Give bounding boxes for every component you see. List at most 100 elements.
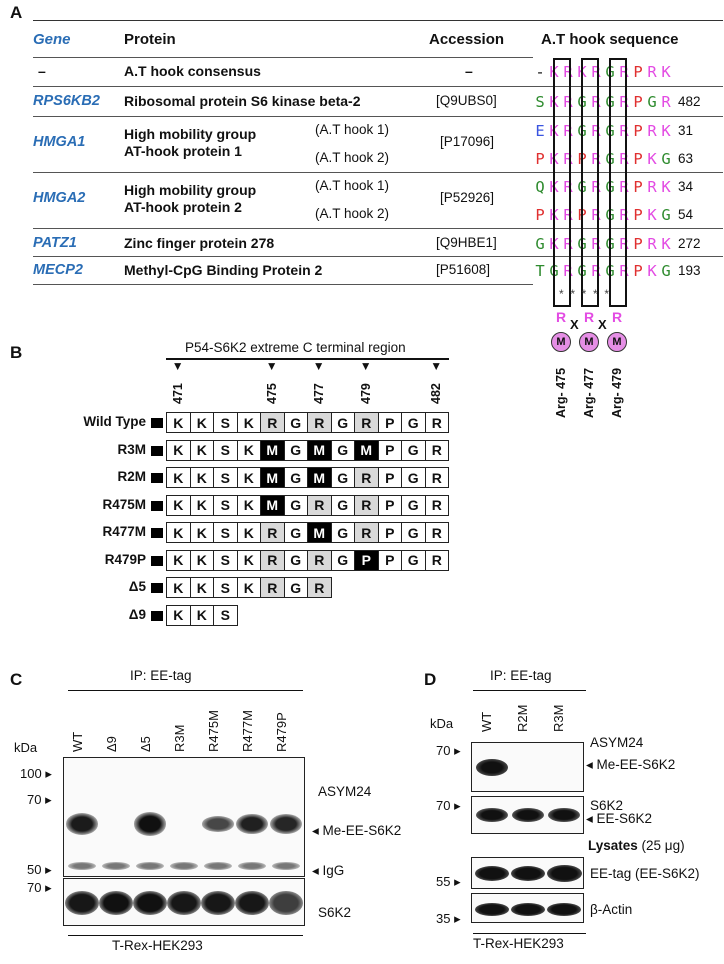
- residue-cell: K: [189, 577, 214, 598]
- row-rule: [33, 172, 723, 173]
- position-arrow: ▼: [430, 359, 443, 373]
- motif-r2: R: [584, 309, 595, 325]
- protein-hmga1-line2: AT-hook protein 1: [124, 143, 242, 159]
- construct-tag: [151, 500, 163, 511]
- mutant-row-label: Wild Type: [83, 414, 146, 429]
- methyl-circle-479: M: [607, 332, 627, 352]
- mutant-row-label: R475M: [102, 496, 146, 512]
- blot-asym24-c: [63, 757, 305, 877]
- ip-label-c: IP: EE-tag: [130, 668, 192, 683]
- accession-consensus: –: [465, 63, 473, 79]
- s6k2-band-c: [133, 891, 167, 915]
- residue-cell: G: [401, 494, 426, 516]
- residue-cell: M: [354, 439, 379, 461]
- mw-50-c: 50 ▸: [27, 862, 52, 877]
- residue-cell: M: [260, 467, 285, 488]
- header-sequence: A.T hook sequence: [541, 31, 679, 48]
- ee-band-r3m-d: [547, 865, 582, 882]
- residue-cell: G: [401, 522, 426, 543]
- accession-hmga1: [P17096]: [440, 134, 495, 149]
- construct-tag: [151, 583, 163, 593]
- lane-label-c: R3M: [172, 724, 187, 752]
- igg-band-c: [102, 862, 130, 870]
- residue-cell: S: [213, 522, 238, 543]
- residue-cell: G: [330, 467, 355, 488]
- motif-x1: X: [570, 317, 579, 332]
- residue-cell: R: [307, 577, 332, 598]
- kda-d: kDa: [430, 716, 454, 731]
- lane-label-c: R479P: [274, 712, 289, 752]
- actin-band-r3m-d: [547, 903, 581, 916]
- igg-band-c: [68, 862, 96, 870]
- s6k2-band-c: [167, 891, 201, 915]
- position-arrow: ▼: [265, 359, 278, 373]
- hook2-hmga2: (A.T hook 2): [315, 206, 390, 221]
- residue-cell: K: [189, 522, 214, 543]
- construct-tag: [151, 528, 163, 538]
- residue-cell: K: [236, 494, 261, 516]
- residue-cell: G: [401, 549, 426, 571]
- table-top-rule: [33, 20, 723, 21]
- mutant-row-label: Δ5: [128, 579, 146, 594]
- blot-s6k2-d: [471, 796, 584, 834]
- mutant-row-label: R2M: [117, 469, 146, 484]
- igg-band-c: [272, 862, 300, 870]
- num-mecp2: 193: [678, 263, 701, 278]
- motif-r3: R: [612, 309, 623, 325]
- position-arrow: ▼: [171, 359, 184, 373]
- arg479-column-box: [609, 58, 627, 307]
- residue-cell: K: [236, 549, 261, 571]
- residue-cell: K: [236, 467, 261, 488]
- lysates-label-d: Lysates (25 μg): [588, 838, 685, 853]
- hook1-hmga1: (A.T hook 1): [315, 122, 390, 137]
- lane-label-c: Δ9: [104, 736, 119, 752]
- residue-cell: S: [213, 412, 238, 433]
- residue-cell: K: [189, 494, 214, 516]
- residue-cell: K: [166, 494, 191, 516]
- mutant-row-label: R3M: [117, 441, 146, 457]
- mutant-row-label: Δ9: [128, 606, 146, 622]
- methyl-circle-477: M: [579, 332, 599, 352]
- hook1-hmga2: (A.T hook 1): [315, 178, 390, 193]
- motif-r1: R: [556, 309, 567, 325]
- residue-cell: S: [213, 494, 238, 516]
- residue-cell: G: [283, 494, 308, 516]
- arg-477-label: Arg- 477: [582, 367, 596, 418]
- mw-55-d: 55 ▸: [436, 874, 461, 889]
- residue-cell: P: [377, 494, 402, 516]
- actin-label-d: β-Actin: [590, 902, 633, 917]
- num-hmga2-hook1: 34: [678, 179, 694, 194]
- arg-479-label: Arg- 479: [610, 367, 624, 418]
- residue-cell: S: [213, 577, 238, 598]
- mw-70-c: 70 ▸: [27, 792, 52, 807]
- residue-cell: K: [236, 439, 261, 461]
- construct-tag: [151, 610, 163, 621]
- arg477-column-box: [581, 58, 599, 307]
- gene-hmga1: HMGA1: [33, 134, 86, 150]
- residue-cell: G: [283, 467, 308, 488]
- residue-cell: M: [307, 439, 332, 461]
- gene-mecp2: MECP2: [33, 262, 83, 278]
- residue-cell: G: [330, 494, 355, 516]
- igg-band-c: [170, 862, 198, 870]
- position-label: 477: [311, 383, 326, 404]
- me-band-c: [134, 812, 166, 836]
- residue-cell: G: [283, 549, 308, 571]
- igg-band-c: [204, 862, 232, 870]
- mutant-row-label: R479P: [104, 551, 146, 567]
- lane-label-c: R477M: [240, 710, 255, 752]
- residue-cell: K: [166, 412, 191, 433]
- me-ee-s6k2-label-c: ◂ Me-EE-S6K2: [312, 823, 402, 838]
- residue-cell: G: [330, 412, 355, 433]
- asym24-label-c: ASYM24: [318, 784, 372, 799]
- protein-hmga2-line1: High mobility group: [124, 182, 257, 198]
- residue-cell: R: [354, 494, 379, 516]
- position-label: 471: [170, 383, 185, 404]
- residue-cell: P: [377, 412, 402, 433]
- igg-label-c: ◂ IgG: [312, 863, 345, 878]
- cell-line-c: T-Rex-HEK293: [112, 938, 203, 953]
- region-title: P54-S6K2 extreme C terminal region: [185, 340, 406, 355]
- ip-bar-d: [473, 690, 586, 691]
- row-rule: [33, 86, 723, 87]
- row-rule: [33, 256, 723, 257]
